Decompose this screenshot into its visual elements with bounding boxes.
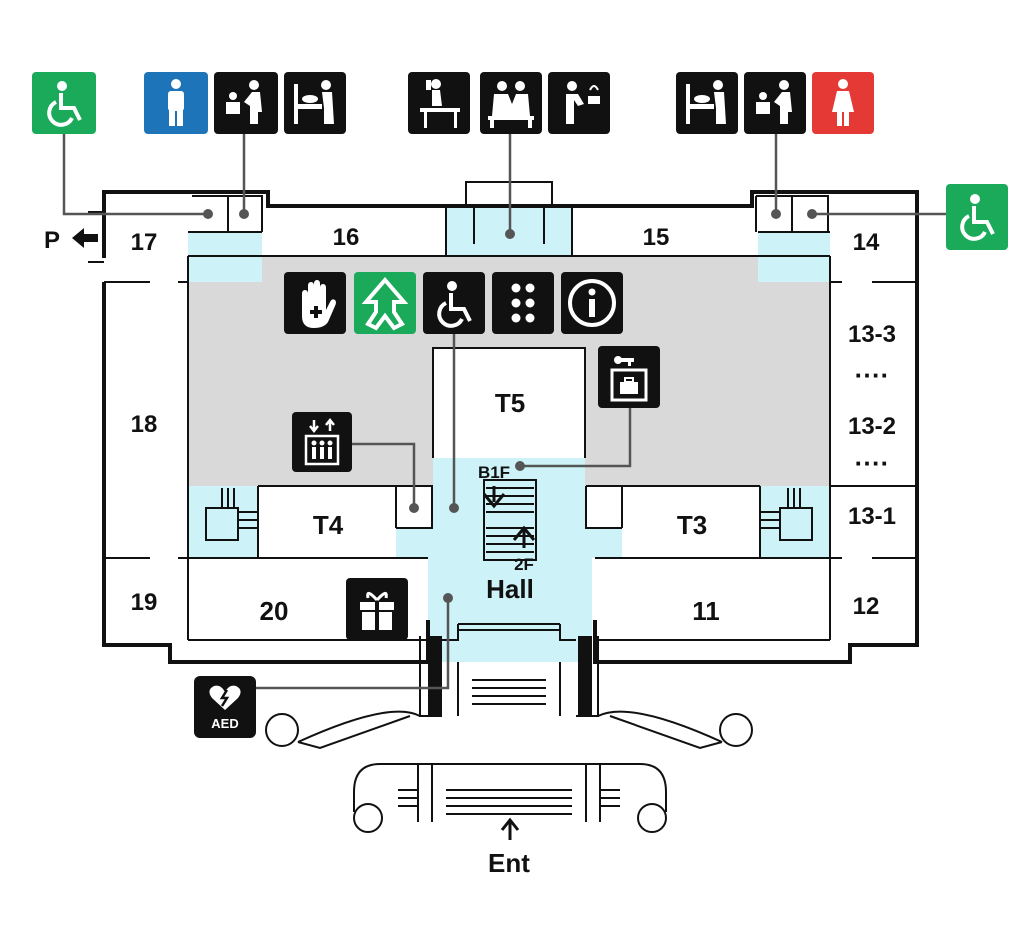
- diaper-changing-icon[interactable]: [676, 72, 738, 134]
- room-t4-label: T4: [313, 510, 344, 540]
- escalator-steps: [486, 487, 534, 553]
- dot-6: [449, 503, 459, 513]
- bollard-right: [637, 803, 667, 833]
- room-14-label: 14: [853, 229, 880, 256]
- room-labels: 17 16 15 14 13-3 ···· 13-2 ···· 13-1 18 …: [44, 224, 896, 878]
- hall-label: Hall: [486, 574, 534, 604]
- room-13-dots-upper: ····: [855, 360, 890, 390]
- water-fountain-icon[interactable]: [548, 72, 610, 134]
- elevator-right: [779, 507, 813, 541]
- aed-icon[interactable]: AED: [194, 676, 256, 738]
- room-t3-label: T3: [677, 510, 707, 540]
- braille-icon[interactable]: [492, 272, 554, 334]
- elevator-icon[interactable]: [292, 412, 352, 472]
- evacuation-route-icon[interactable]: [354, 272, 416, 334]
- entrance-label: Ent: [488, 848, 530, 878]
- coin-locker-icon[interactable]: [598, 346, 660, 408]
- womens-toilet-icon[interactable]: [812, 72, 874, 134]
- dot-8: [515, 461, 525, 471]
- room14-walls: [758, 231, 917, 283]
- room-17-label: 17: [131, 229, 158, 256]
- diaper-changing-icon[interactable]: [284, 72, 346, 134]
- room-13-dots-lower: ····: [855, 448, 890, 478]
- room-13-3-label: 13-3: [848, 321, 896, 348]
- dot-9: [443, 593, 453, 603]
- gift-shop-icon[interactable]: [346, 578, 408, 640]
- elevator-right-rails: [760, 488, 801, 529]
- hall-stairs: [457, 623, 561, 716]
- dot-7: [409, 503, 419, 513]
- lift-t3-fill: [586, 486, 622, 528]
- leader-accessible-left: [62, 134, 208, 216]
- room-18-label: 18: [131, 411, 158, 438]
- bollard-left: [353, 803, 383, 833]
- arrows: [72, 228, 536, 840]
- entrance-gate: [353, 763, 667, 822]
- leader-aed: [256, 598, 450, 690]
- entrance-steps: [398, 789, 620, 815]
- wheelchair-icon[interactable]: [423, 272, 485, 334]
- pillar-right: [578, 636, 592, 716]
- parking-label: P: [44, 227, 60, 254]
- room-t5-label: T5: [495, 388, 525, 418]
- room-13-1-label: 13-1: [848, 503, 896, 530]
- parking-door: [88, 211, 104, 263]
- aed-label: AED: [211, 716, 238, 731]
- information-icon[interactable]: [561, 272, 623, 334]
- help-mark-icon[interactable]: [284, 272, 346, 334]
- dot-4: [771, 209, 781, 219]
- accessible-toilet-icon[interactable]: [946, 184, 1008, 250]
- leader-lines: [62, 134, 946, 690]
- canopy-right: [597, 710, 723, 750]
- leader-elevator: [352, 442, 416, 508]
- baby-seat-icon[interactable]: [744, 72, 806, 134]
- room-13-2-label: 13-2: [848, 413, 896, 440]
- escalator: [483, 479, 537, 561]
- up-arrow-icon: [512, 525, 536, 548]
- hall-area-lower: [428, 558, 592, 662]
- dot-2: [239, 209, 249, 219]
- entrance-arrow-icon: [500, 817, 520, 840]
- room-11-label: 11: [692, 596, 720, 626]
- t3-walls: [585, 485, 761, 558]
- restroom-stall-right: [755, 195, 829, 232]
- floor-up-label: 2F: [514, 555, 534, 574]
- room11-wall: [595, 557, 830, 641]
- room17-walls: [104, 231, 262, 283]
- baby-food-prep-icon[interactable]: [408, 72, 470, 134]
- leader-locker: [520, 408, 632, 468]
- mens-toilet-icon[interactable]: [144, 72, 208, 134]
- planter-right: [719, 713, 753, 747]
- nursing-walls: [445, 206, 573, 256]
- t5-walls: [432, 347, 586, 458]
- planter-left: [265, 713, 299, 747]
- room-12-label: 12: [853, 593, 880, 620]
- dot-1: [203, 209, 213, 219]
- dot-5: [807, 209, 817, 219]
- down-arrow-icon: [482, 486, 506, 509]
- accessible-toilet-icon[interactable]: [32, 72, 96, 134]
- elevator-left-rails: [221, 488, 258, 529]
- room-16-label: 16: [333, 224, 360, 251]
- canopy-left: [297, 710, 421, 750]
- baby-seat-icon[interactable]: [214, 72, 278, 134]
- t5-room-fill: [433, 348, 585, 458]
- floor-down-label: B1F: [478, 463, 510, 482]
- room-15-label: 15: [643, 224, 670, 251]
- nursing-room-icon[interactable]: [480, 72, 542, 134]
- dot-3: [505, 229, 515, 239]
- restroom-stall-left: [192, 195, 263, 232]
- parking-arrow-icon: [72, 228, 98, 248]
- room-20-label: 20: [260, 596, 289, 626]
- room-19-label: 19: [131, 589, 158, 616]
- pillar-left: [428, 636, 442, 716]
